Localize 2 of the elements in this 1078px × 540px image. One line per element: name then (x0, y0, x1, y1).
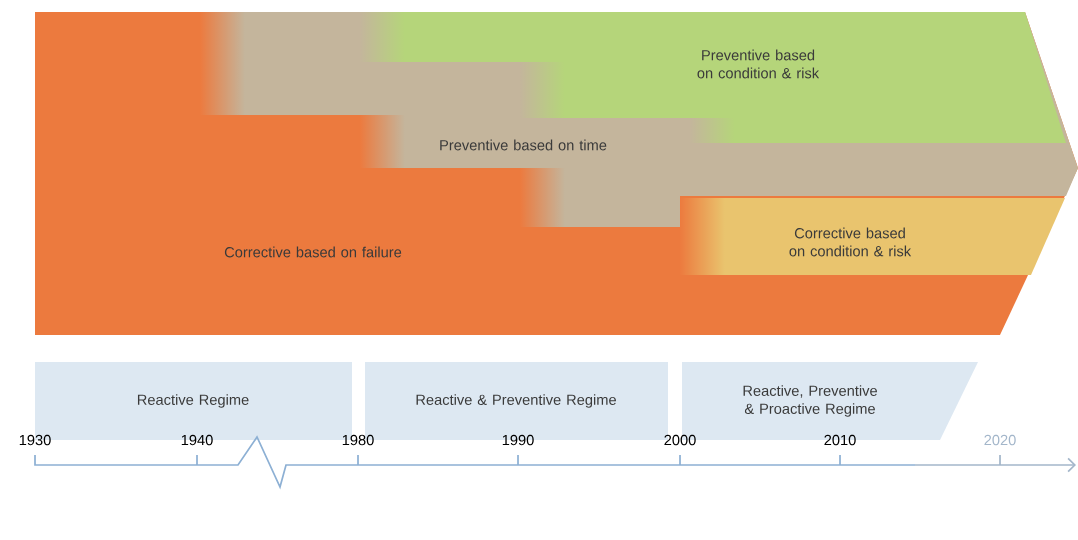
band: Corrective based on condition & risk (680, 198, 1065, 275)
year-label: 2020 (984, 434, 1016, 446)
